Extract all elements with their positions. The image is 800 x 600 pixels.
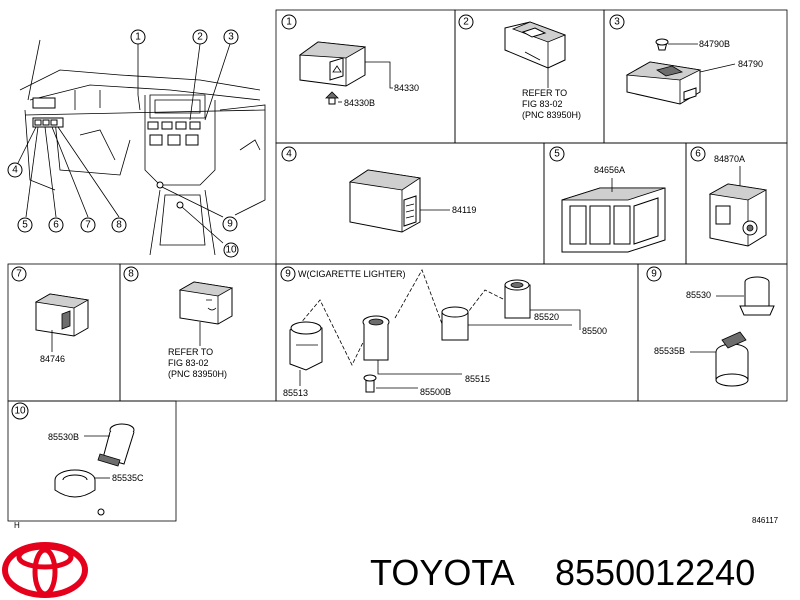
panel-1: 1 84330 84330B bbox=[281, 14, 419, 108]
svg-text:1: 1 bbox=[286, 17, 292, 28]
svg-text:1: 1 bbox=[135, 32, 141, 43]
svg-text:5: 5 bbox=[554, 149, 560, 160]
svg-text:3: 3 bbox=[614, 17, 620, 28]
svg-text:4: 4 bbox=[286, 149, 292, 160]
part-label: 85535B bbox=[654, 346, 685, 356]
svg-text:8: 8 bbox=[128, 269, 134, 280]
panel-3: 3 84790B 84790 bbox=[609, 14, 763, 105]
panel-5: 5 84656A bbox=[549, 146, 666, 253]
panel-9-cigarette-lighter: 9 W(CIGARETTE LIGHTER) 85520 85500 85513… bbox=[280, 266, 607, 398]
corner-letter: H bbox=[14, 521, 20, 530]
svg-text:5: 5 bbox=[22, 220, 28, 231]
toyota-logo bbox=[2, 542, 88, 598]
svg-text:7: 7 bbox=[85, 220, 91, 231]
panel-title: W(CIGARETTE LIGHTER) bbox=[298, 269, 406, 279]
svg-text:FIG 83-02: FIG 83-02 bbox=[522, 99, 563, 109]
panel-10: 10 85530B 85535C bbox=[11, 402, 144, 516]
svg-text:REFER TO: REFER TO bbox=[168, 347, 213, 357]
dashboard-overview bbox=[17, 39, 266, 256]
part-label: 85535C bbox=[112, 473, 144, 483]
panel-frames bbox=[7, 9, 788, 522]
panel-6: 6 84870A bbox=[690, 146, 768, 247]
svg-text:10: 10 bbox=[14, 406, 26, 417]
panel-4: 4 84119 bbox=[281, 146, 476, 233]
svg-text:7: 7 bbox=[16, 269, 22, 280]
part-label: 84330 bbox=[394, 83, 419, 93]
part-label: 85515 bbox=[465, 374, 490, 384]
svg-text:8: 8 bbox=[116, 220, 122, 231]
svg-text:6: 6 bbox=[695, 149, 701, 160]
part-label: 85500 bbox=[582, 326, 607, 336]
part-label: 85530 bbox=[686, 290, 711, 300]
svg-text:3: 3 bbox=[228, 32, 234, 43]
part-number: 8550012240 bbox=[555, 552, 755, 593]
part-label: 84790B bbox=[699, 39, 730, 49]
part-label: 85500B bbox=[420, 387, 451, 397]
svg-text:(PNC 83950H): (PNC 83950H) bbox=[522, 110, 581, 120]
part-label: 84119 bbox=[452, 205, 476, 215]
part-label: 84870A bbox=[714, 154, 745, 164]
svg-text:2: 2 bbox=[463, 17, 469, 28]
svg-text:9: 9 bbox=[227, 219, 233, 230]
dashboard-callouts: 1 2 3 4 5 6 7 8 9 10 bbox=[7, 29, 239, 258]
panel-8: 8 REFER TO FIG 83-02 (PNC 83950H) bbox=[123, 266, 234, 379]
svg-text:10: 10 bbox=[225, 245, 237, 256]
panel-7: 7 84746 bbox=[11, 266, 90, 364]
panel-9-outlet: 9 85530 85535B bbox=[646, 266, 775, 387]
part-label: 84746 bbox=[40, 354, 65, 364]
figure-code: 846117 bbox=[752, 516, 779, 525]
part-label: 85520 bbox=[534, 312, 559, 322]
part-label: 85530B bbox=[48, 432, 79, 442]
svg-text:2: 2 bbox=[197, 32, 203, 43]
svg-text:6: 6 bbox=[53, 220, 59, 231]
svg-text:4: 4 bbox=[12, 165, 18, 176]
part-label: 84790 bbox=[738, 59, 763, 69]
svg-text:(PNC 83950H): (PNC 83950H) bbox=[168, 369, 227, 379]
svg-text:9: 9 bbox=[285, 269, 291, 280]
svg-text:9: 9 bbox=[651, 269, 657, 280]
brand-name: TOYOTA bbox=[370, 552, 515, 593]
part-label: 84656A bbox=[594, 165, 625, 175]
part-label: 84330B bbox=[344, 98, 375, 108]
svg-text:FIG 83-02: FIG 83-02 bbox=[168, 358, 209, 368]
part-label: 85513 bbox=[283, 388, 308, 398]
panel-2: 2 REFER TO FIG 83-02 (PNC 83950H) bbox=[458, 14, 581, 120]
svg-text:REFER TO: REFER TO bbox=[522, 88, 567, 98]
